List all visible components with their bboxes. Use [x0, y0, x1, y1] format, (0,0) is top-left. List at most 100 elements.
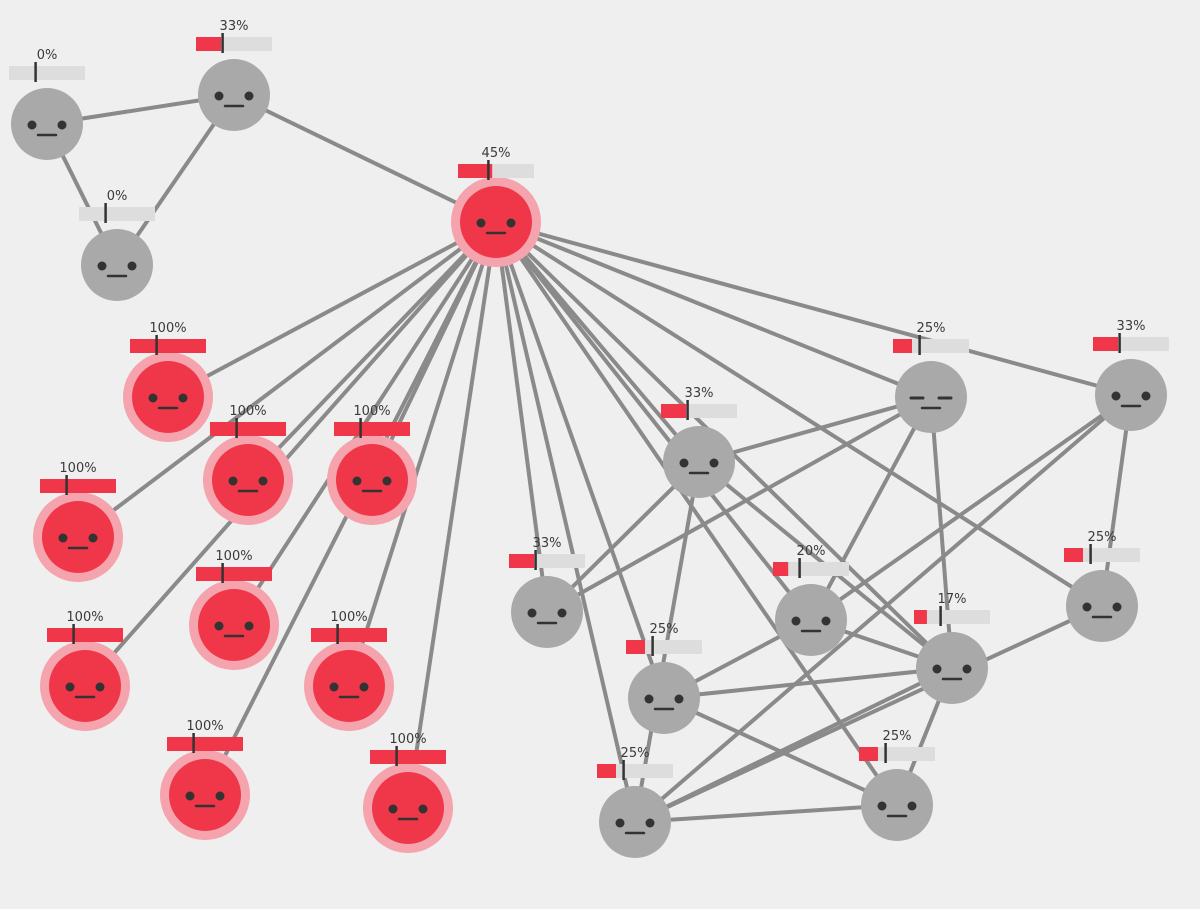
progress-bar: [458, 160, 534, 180]
node-percent-label: 100%: [353, 404, 390, 419]
node-n2[interactable]: 0%: [79, 189, 155, 301]
face-icon: [352, 476, 392, 493]
node-percent-label: 33%: [685, 386, 714, 401]
node-body: [212, 444, 284, 516]
progress-bar: [597, 760, 673, 780]
progress-bar: [334, 418, 410, 438]
progress-fill: [1093, 337, 1119, 351]
node-n16[interactable]: 33%: [509, 536, 585, 648]
face-icon: [679, 458, 719, 475]
node-n8[interactable]: 100%: [189, 549, 279, 670]
progress-bar: [914, 606, 990, 626]
progress-bar: [79, 203, 155, 223]
node-n12[interactable]: 100%: [363, 732, 453, 853]
face-icon: [97, 261, 137, 278]
face-icon: [1082, 602, 1122, 619]
node-n14[interactable]: 33%: [1093, 319, 1169, 431]
node-n9[interactable]: 100%: [40, 610, 130, 731]
face-icon: [27, 120, 67, 137]
node-body: [1095, 359, 1167, 431]
face-icon: [65, 682, 105, 699]
progress-fill: [210, 422, 286, 436]
node-percent-label: 100%: [330, 610, 367, 625]
node-n10[interactable]: 100%: [304, 610, 394, 731]
progress-fill: [311, 628, 387, 642]
node-n1[interactable]: 33%: [196, 19, 272, 131]
face-icon: [476, 218, 516, 235]
node-percent-label: 100%: [149, 321, 186, 336]
node-n3[interactable]: 45%: [451, 146, 541, 267]
node-n19[interactable]: 17%: [914, 592, 990, 704]
progress-fill: [661, 404, 687, 418]
node-n22[interactable]: 25%: [859, 729, 935, 841]
progress-fill: [40, 479, 116, 493]
progress-track: [9, 66, 85, 80]
node-n4[interactable]: 100%: [123, 321, 213, 442]
progress-fill: [509, 554, 535, 568]
node-percent-label: 33%: [533, 536, 562, 551]
progress-bar: [626, 636, 702, 656]
progress-fill: [334, 422, 410, 436]
progress-bar: [196, 563, 272, 583]
node-n18[interactable]: 25%: [626, 622, 702, 734]
node-n20[interactable]: 25%: [1064, 530, 1140, 642]
edge-n3-n10: [347, 220, 498, 688]
node-n13[interactable]: 25%: [893, 321, 969, 433]
node-percent-label: 17%: [938, 592, 967, 607]
node-body: [336, 444, 408, 516]
node-n15[interactable]: 33%: [661, 386, 737, 498]
node-body: [132, 361, 204, 433]
edge-n13-n17: [809, 395, 933, 622]
node-body: [372, 772, 444, 844]
node-body: [1066, 570, 1138, 642]
node-layer: 0% 33% 0% 45% 100% 100% 100% 100% 100% 100% 100% 10…: [9, 19, 1169, 858]
node-percent-label: 100%: [389, 732, 426, 747]
node-n17[interactable]: 20%: [773, 544, 849, 656]
progress-track: [773, 562, 849, 576]
edge-n3-n17: [494, 220, 813, 622]
edge-n3-n16: [494, 220, 549, 614]
progress-fill: [167, 737, 243, 751]
node-body: [81, 229, 153, 301]
face-icon: [909, 396, 953, 410]
progress-bar: [9, 62, 85, 82]
progress-bar: [773, 558, 849, 578]
node-n6[interactable]: 100%: [327, 404, 417, 525]
edge-n13-n15: [697, 395, 933, 464]
progress-fill: [597, 764, 616, 778]
node-body: [42, 501, 114, 573]
node-n0[interactable]: 0%: [9, 48, 85, 160]
node-body: [198, 589, 270, 661]
progress-bar: [196, 33, 272, 53]
node-n11[interactable]: 100%: [160, 719, 250, 840]
edge-n22-n21: [633, 803, 899, 824]
face-icon: [527, 608, 567, 625]
progress-fill: [47, 628, 123, 642]
face-icon: [214, 91, 254, 108]
node-body: [198, 59, 270, 131]
progress-fill: [859, 747, 878, 761]
node-percent-label: 0%: [107, 189, 128, 204]
node-body: [895, 361, 967, 433]
face-icon: [1111, 391, 1151, 408]
progress-fill: [1064, 548, 1083, 562]
node-percent-label: 33%: [1117, 319, 1146, 334]
face-icon: [185, 791, 225, 808]
node-percent-label: 25%: [917, 321, 946, 336]
edge-n14-n21: [633, 393, 1133, 824]
node-n5[interactable]: 100%: [203, 404, 293, 525]
node-percent-label: 45%: [482, 146, 511, 161]
node-percent-label: 25%: [650, 622, 679, 637]
face-icon: [644, 694, 684, 711]
node-n7[interactable]: 100%: [33, 461, 123, 582]
progress-bar: [311, 624, 387, 644]
face-icon: [214, 621, 254, 638]
node-body: [663, 426, 735, 498]
node-percent-label: 0%: [37, 48, 58, 63]
node-n21[interactable]: 25%: [597, 746, 673, 858]
progress-fill: [196, 37, 222, 51]
face-icon: [148, 393, 188, 410]
progress-bar: [661, 400, 737, 420]
